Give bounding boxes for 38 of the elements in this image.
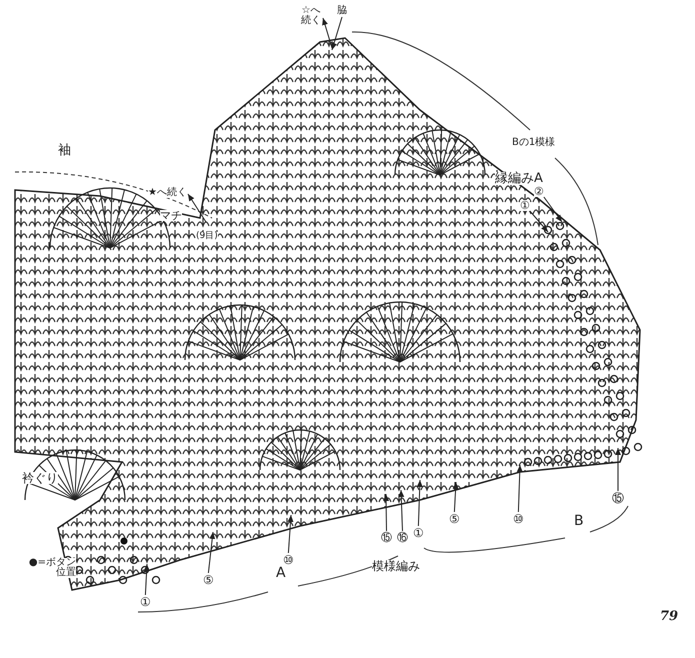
leader-arrow — [416, 480, 423, 526]
leader-arrow — [543, 196, 562, 222]
callout-number: ⑩ — [513, 513, 524, 525]
leader-arrow — [288, 514, 294, 554]
leader-arrow — [208, 532, 216, 574]
leader-arrow — [529, 210, 548, 232]
dimension-label: A — [274, 566, 288, 580]
leader-arrow — [187, 194, 206, 222]
callout-number: ⑮ — [381, 532, 392, 543]
leader-arrow — [383, 494, 390, 532]
callout-number: ① — [413, 527, 424, 539]
leader-note: ★へ続く — [148, 188, 187, 198]
leader-note: 脇 — [337, 6, 347, 16]
leader-arrow — [452, 482, 459, 512]
dimension-label: B — [572, 514, 586, 528]
stitch-count-label: (9目) — [196, 232, 218, 241]
callout-number: ① — [140, 596, 151, 608]
callout-number: ⑯ — [397, 532, 408, 543]
part-label: 衿ぐり — [22, 472, 58, 484]
leader-arrow — [322, 18, 332, 48]
callout-number: ① — [520, 200, 530, 211]
leader-note: ☆へ続く — [300, 6, 322, 26]
pattern-label: Bの1模様 — [512, 138, 556, 148]
leader-arrow — [615, 448, 621, 492]
callout-number: ⑩ — [283, 554, 294, 566]
leader-arrow — [144, 564, 150, 596]
callout-number: ② — [534, 186, 544, 197]
part-label: 袖 — [58, 144, 71, 157]
callout-number: ⑮ — [612, 492, 624, 504]
leader-arrow — [516, 464, 523, 512]
section-label: 模様編み — [372, 560, 420, 572]
callout-number: ⑤ — [449, 513, 460, 525]
section-label: 縁編みA — [495, 172, 543, 185]
callout-number: ⑤ — [203, 574, 214, 586]
part-label: マチ — [160, 210, 182, 221]
leader-arrow — [331, 16, 342, 50]
page-number: 79 — [660, 610, 678, 623]
leader-arrow — [398, 490, 404, 532]
